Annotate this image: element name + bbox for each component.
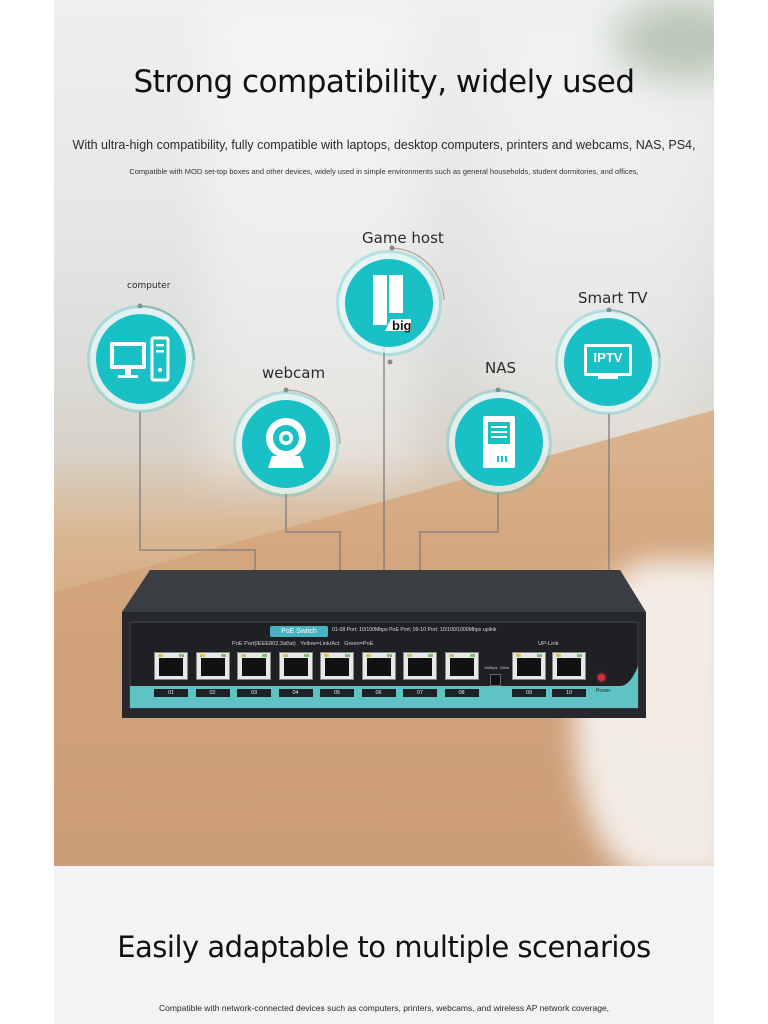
port-led-poe [428, 654, 433, 657]
port-led-link [241, 654, 246, 657]
port-led-poe [262, 654, 267, 657]
port-number-label: 08 [444, 689, 479, 697]
switch-spec-line: 01-08 Port: 10/100Mbps PoE Port; 09-10 P… [332, 627, 497, 633]
poe-switch: PoE Switch 01-08 Port: 10/100Mbps PoE Po… [120, 570, 648, 720]
port-number-label: 05 [320, 689, 354, 697]
rj45-socket-icon [366, 658, 391, 676]
iptv-screen-text: IPTV [593, 350, 623, 365]
ethernet-port-08 [444, 652, 479, 680]
nas-circle [455, 398, 543, 486]
ethernet-port-06 [361, 652, 396, 680]
power-label: Power [596, 688, 611, 694]
port-led-poe [220, 654, 226, 657]
webcam-icon [266, 418, 306, 468]
ethernet-port-03 [237, 652, 271, 680]
rj45-socket-icon [517, 658, 541, 676]
description-scenarios: Compatible with network-connected device… [158, 1003, 610, 1013]
rj45-socket-icon [159, 658, 183, 676]
desktop-computer-icon [110, 336, 170, 382]
device-label-game-host: Game host [362, 229, 444, 247]
computer-circle [96, 314, 186, 404]
port-led-poe [577, 654, 582, 657]
switch-brand-tag: PoE Switch [270, 626, 328, 637]
iptv-icon [584, 344, 632, 379]
port-number-label: 06 [361, 689, 396, 697]
smart-tv-circle: IPTV [564, 318, 652, 406]
ethernet-port-10 [552, 652, 586, 680]
port-led-link [282, 654, 288, 657]
ethernet-port-07 [403, 652, 437, 680]
port-led-link [556, 654, 561, 657]
nas-server-icon [483, 416, 515, 468]
port-number-label: 09 [512, 689, 546, 697]
ethernet-port-02 [195, 652, 230, 680]
switch-uplink-label: UP-Link [538, 641, 559, 647]
port-number-label: 07 [403, 689, 437, 697]
rj45-socket-icon [408, 658, 432, 676]
port-led-link [158, 654, 163, 657]
description-primary: With ultra-high compatibility, fully com… [72, 138, 696, 152]
rj45-socket-icon [283, 658, 308, 676]
device-label-computer: computer [127, 281, 171, 291]
lower-panel [54, 866, 714, 1024]
device-label-smart-tv: Smart TV [578, 289, 648, 307]
port-number-label: 01 [154, 689, 188, 697]
ethernet-port-04 [278, 652, 313, 680]
rj45-socket-icon [200, 658, 225, 676]
port-led-poe [345, 654, 350, 657]
rj45-socket-icon [242, 658, 266, 676]
port-number-label: 03 [237, 689, 271, 697]
switch-body [122, 570, 646, 718]
webcam-circle [242, 400, 330, 488]
game-host-circle: big [345, 259, 433, 347]
port-led-link [407, 654, 412, 657]
device-label-webcam: webcam [262, 364, 326, 382]
game-console-icon [373, 275, 411, 331]
switch-speed-label: 10Mbps 250m [484, 666, 510, 670]
device-label-nas: NAS [485, 359, 517, 377]
ethernet-port-01 [154, 652, 188, 680]
rj45-socket-icon [325, 658, 349, 676]
port-led-link [365, 654, 371, 657]
port-led-poe [386, 654, 392, 657]
port-led-link [199, 654, 205, 657]
port-number-label: 10 [552, 689, 586, 697]
ethernet-port-05 [320, 652, 354, 680]
port-number-label: 02 [195, 689, 230, 697]
description-secondary: Compatible with MOD set-top boxes and ot… [129, 167, 639, 176]
port-led-poe [179, 654, 184, 657]
section-title-scenarios: Easily adaptable to multiple scenarios [117, 930, 651, 964]
rj45-socket-icon [557, 658, 581, 676]
page-title: Strong compatibility, widely used [133, 64, 636, 100]
game-host-badge: big [392, 318, 412, 333]
ethernet-port-09 [512, 652, 546, 680]
rj45-socket-icon [449, 658, 474, 676]
port-led-link [516, 654, 521, 657]
port-led-poe [469, 654, 475, 657]
port-led-link [448, 654, 454, 657]
speed-toggle-switch [490, 674, 501, 686]
port-led-poe [537, 654, 542, 657]
switch-poe-label: PoE Port(IEEE802.3af/at) Yellow=Link/Act… [232, 641, 374, 647]
port-number-label: 04 [278, 689, 313, 697]
port-led-poe [303, 654, 309, 657]
power-led-icon [598, 674, 605, 681]
port-led-link [324, 654, 329, 657]
